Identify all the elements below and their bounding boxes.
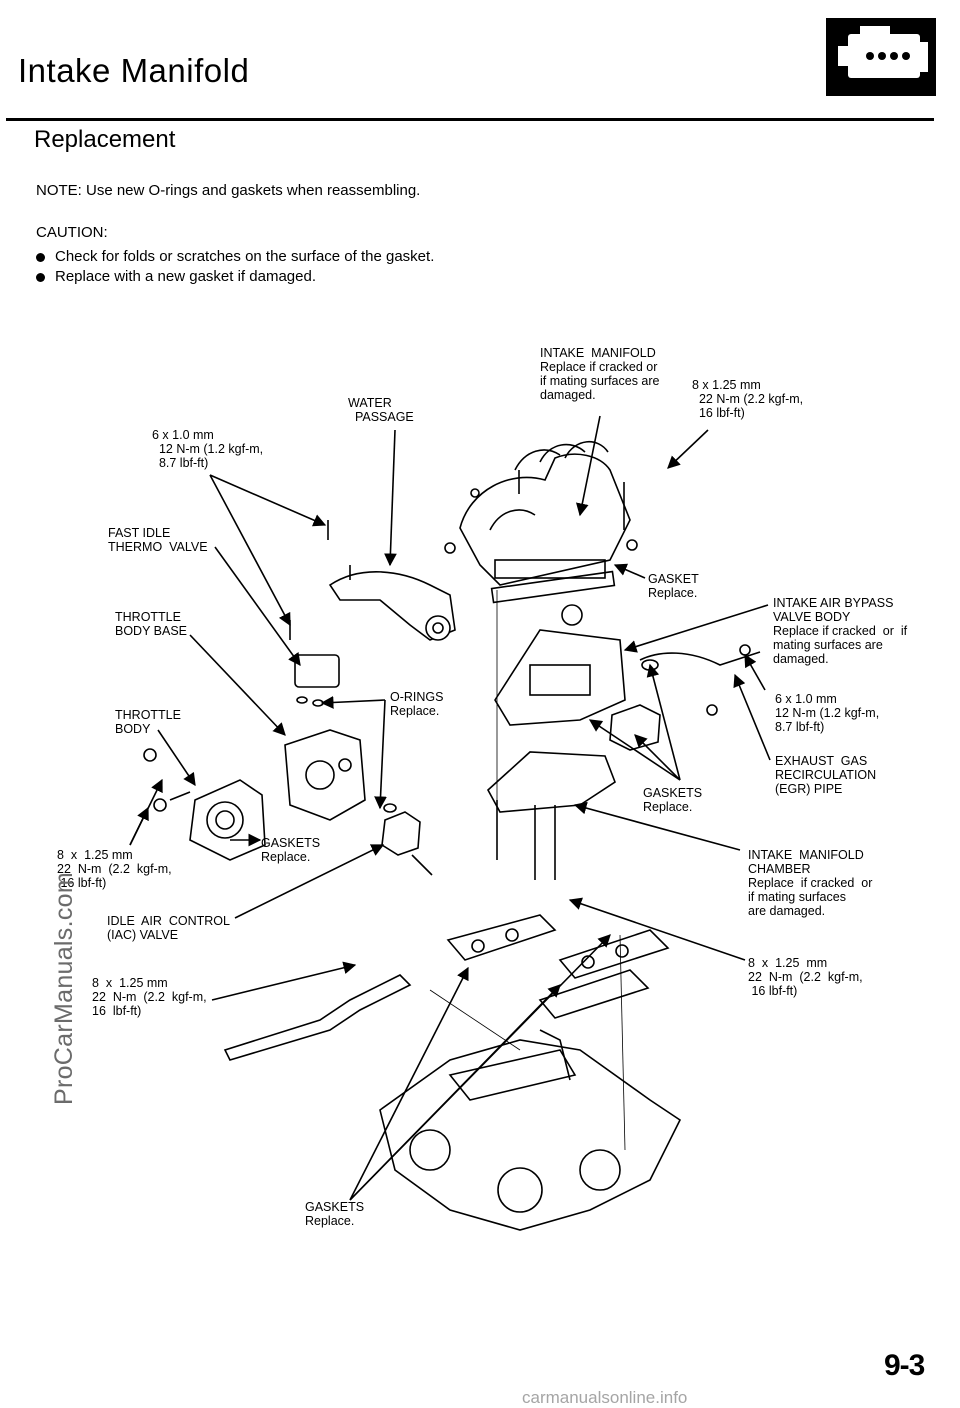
label-o-rings: O-RINGS Replace. xyxy=(390,690,444,718)
water-passage-part xyxy=(327,520,456,641)
iac-valve-part xyxy=(381,803,433,876)
fast-idle-thermo-valve-part xyxy=(289,620,340,707)
label-bolt-8x125-right: 8 x 1.25 mm 22 N-m (2.2 kgf-m, 16 lbf-ft… xyxy=(748,956,863,998)
label-throttle-body-base: THROTTLE BODY BASE xyxy=(115,610,188,638)
lower-gaskets-part xyxy=(446,914,670,1019)
egr-tube-part xyxy=(223,974,412,1061)
label-bolt-6x10-right: 6 x 1.0 mm 12 N-m (1.2 kgf-m, 8.7 lbf-ft… xyxy=(775,692,880,734)
manifold-upper-part xyxy=(494,604,626,726)
bullet-icon xyxy=(36,252,45,262)
label-egr-pipe: EXHAUST GAS RECIRCULATION (EGR) PIPE xyxy=(775,754,877,796)
label-gasket-top: GASKET Replace. xyxy=(648,572,699,600)
label-intake-manifold-chamber: INTAKE MANIFOLD CHAMBER Replace if crack… xyxy=(748,848,873,918)
label-water-passage: WATER PASSAGE xyxy=(348,396,414,424)
engine-block-part xyxy=(379,1029,682,1231)
gasket-top-part xyxy=(490,570,616,604)
label-gaskets-mid: GASKETS Replace. xyxy=(643,786,703,814)
label-bolt-8x125-top: 8 x 1.25 mm 22 N-m (2.2 kgf-m, 16 lbf-ft… xyxy=(692,378,804,420)
label-fast-idle-thermo-valve: FAST IDLE THERMO VALVE xyxy=(108,526,208,554)
caution-heading: CAUTION: xyxy=(36,224,108,241)
label-gaskets-throttle: GASKETS Replace. xyxy=(261,836,321,864)
page-number: 9-3 xyxy=(884,1349,925,1382)
label-bolt-8x125-lower: 8 x 1.25 mm 22 N-m (2.2 kgf-m, 16 lbf-ft… xyxy=(92,976,207,1018)
throttle-body-base-part xyxy=(284,729,366,821)
caution-item: Check for folds or scratches on the surf… xyxy=(36,248,434,265)
footer-url: carmanualsonline.info xyxy=(522,1388,688,1407)
label-bolt-8x125-left: 8 x 1.25 mm 22 N-m (2.2 kgf-m, 16 lbf-ft… xyxy=(57,848,172,890)
engine-icon xyxy=(826,18,936,96)
bypass-valve-part xyxy=(609,644,761,751)
label-gaskets-bottom: GASKETS Replace. xyxy=(305,1200,365,1228)
label-throttle-body: THROTTLE BODY xyxy=(115,708,181,736)
note-text: NOTE: Use new O-rings and gaskets when r… xyxy=(36,182,421,199)
page-title: Intake Manifold xyxy=(18,52,250,89)
section-title: Replacement xyxy=(34,126,176,153)
intake-manifold-chamber-part xyxy=(486,751,616,880)
intake-manifold-part xyxy=(444,441,638,586)
caution-item: Replace with a new gasket if damaged. xyxy=(36,268,316,285)
label-intake-air-bypass: INTAKE AIR BYPASS VALVE BODY Replace if … xyxy=(773,596,908,666)
bullet-icon xyxy=(36,272,45,282)
watermark: ProCarManuals.com xyxy=(50,872,78,1105)
title-rule xyxy=(6,118,934,121)
throttle-body-part xyxy=(143,748,266,861)
label-iac-valve: IDLE AIR CONTROL (IAC) VALVE xyxy=(107,914,230,942)
label-bolt-6x10-top: 6 x 1.0 mm 12 N-m (1.2 kgf-m, 8.7 lbf-ft… xyxy=(152,428,264,470)
label-intake-manifold: INTAKE MANIFOLD Replace if cracked or if… xyxy=(540,346,660,402)
